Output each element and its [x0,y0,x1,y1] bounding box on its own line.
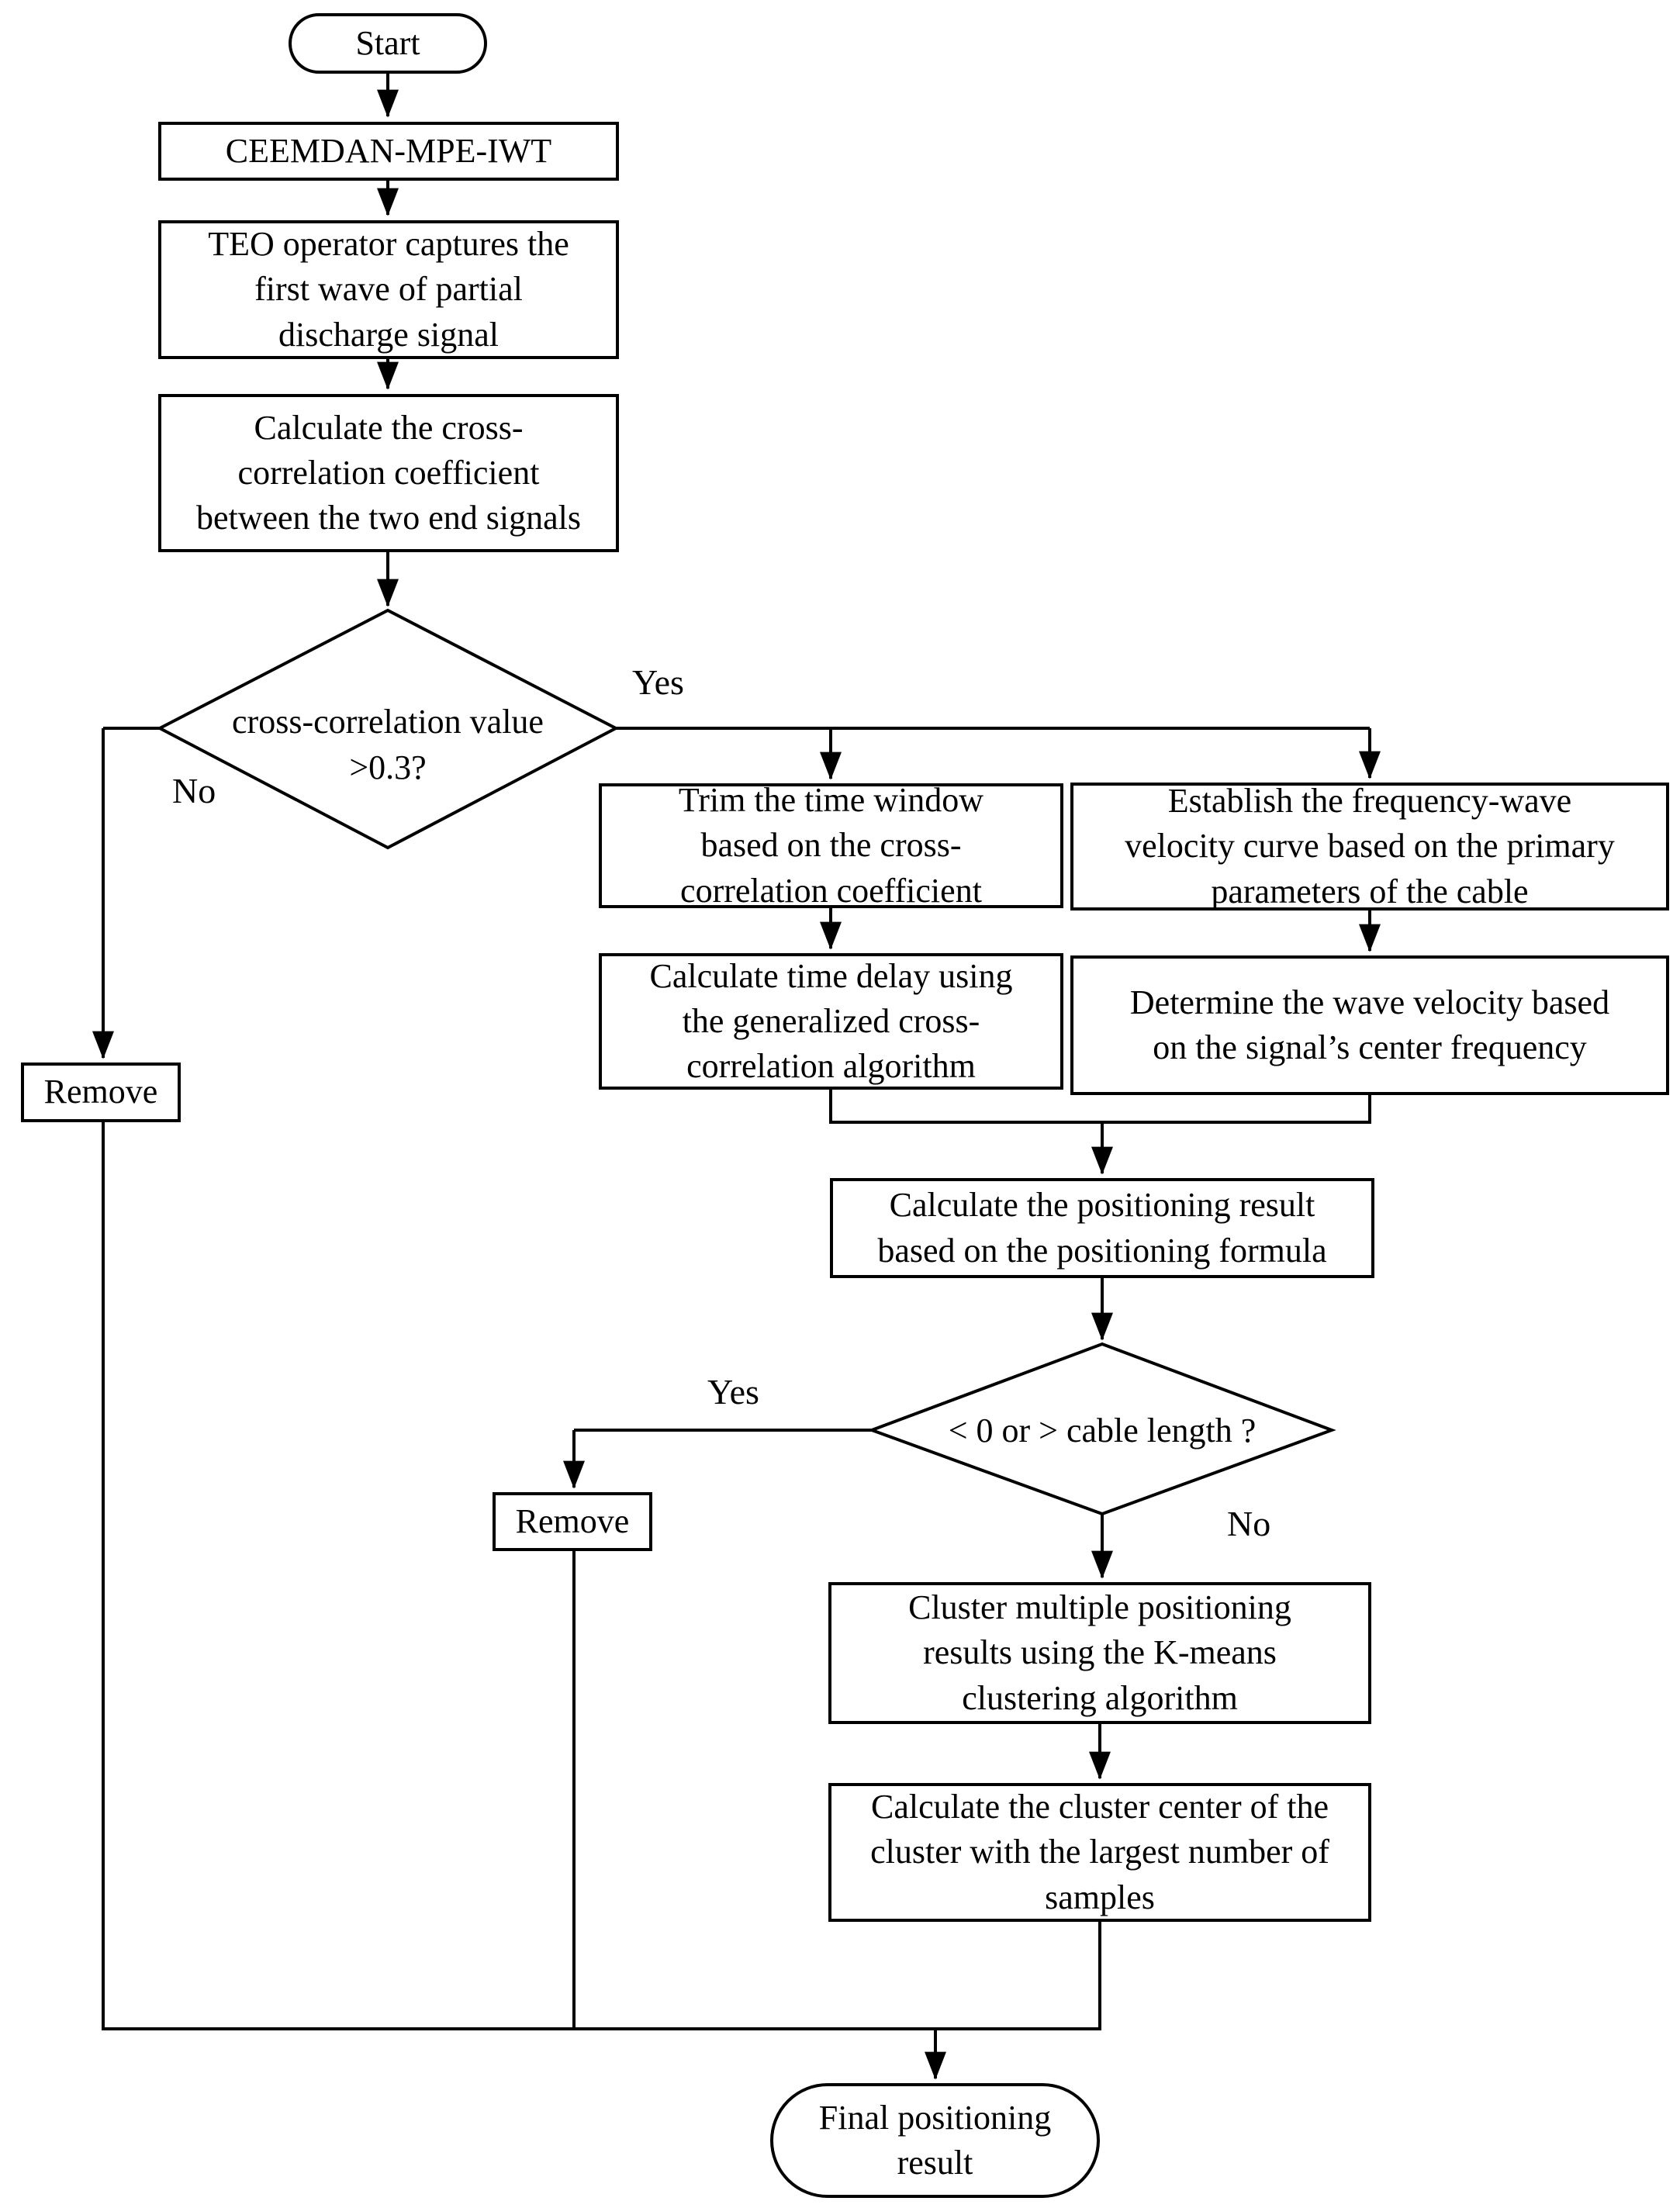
cluster-center-box: Calculate the cluster center of the clus… [828,1783,1371,1922]
remove-mid-box: Remove [493,1492,652,1551]
label-no-decision2: No [1227,1504,1271,1543]
remove-left-box: Remove [21,1063,181,1122]
start-terminator: Start [289,13,487,74]
trim-time-window-box: Trim the time window based on the cross-… [599,781,1063,910]
establish-velocity-curve-box: Establish the frequency-wave velocity cu… [1070,782,1669,910]
decision1-diamond [156,608,620,850]
decision2-text: < 0 or > cable length ? [948,1412,1257,1450]
label-no-decision1: No [172,771,216,810]
positioning-result-box: Calculate the positioning result based o… [830,1178,1374,1278]
kmeans-cluster-box: Cluster multiple positioning results usi… [828,1582,1371,1724]
label-yes-decision2: Yes [707,1372,759,1412]
ceemdan-mpe-iwt-box: CEEMDAN-MPE-IWT [158,122,619,181]
determine-wave-velocity-box: Determine the wave velocity based on the… [1070,955,1669,1095]
calculate-time-delay-box: Calculate time delay using the generaliz… [599,953,1063,1090]
decision1-text: cross-correlation value >0.3? [232,702,544,786]
cross-correlation-box: Calculate the cross- correlation coeffic… [158,394,619,552]
teo-operator-box: TEO operator captures the first wave of … [158,220,619,359]
label-yes-decision1: Yes [632,662,684,702]
decision2-diamond [867,1342,1336,1516]
final-result-terminator: Final positioning result [770,2083,1100,2198]
